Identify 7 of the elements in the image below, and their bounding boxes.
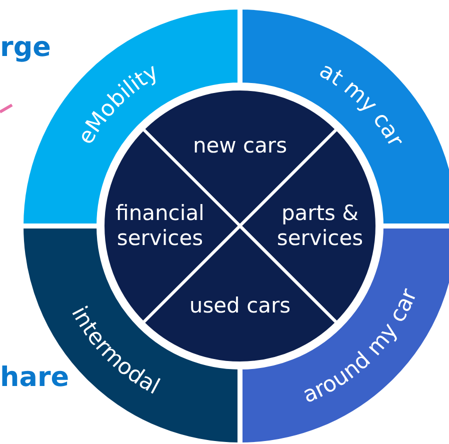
segment-label: financial services — [114, 200, 206, 251]
segment-label: new cars — [192, 134, 288, 158]
heading-text: hare — [0, 362, 70, 393]
segment-label: at my car — [314, 58, 408, 152]
segment-label: parts & services — [276, 200, 364, 251]
heading-text: rge — [0, 32, 51, 63]
segment-label: used cars — [188, 294, 292, 318]
